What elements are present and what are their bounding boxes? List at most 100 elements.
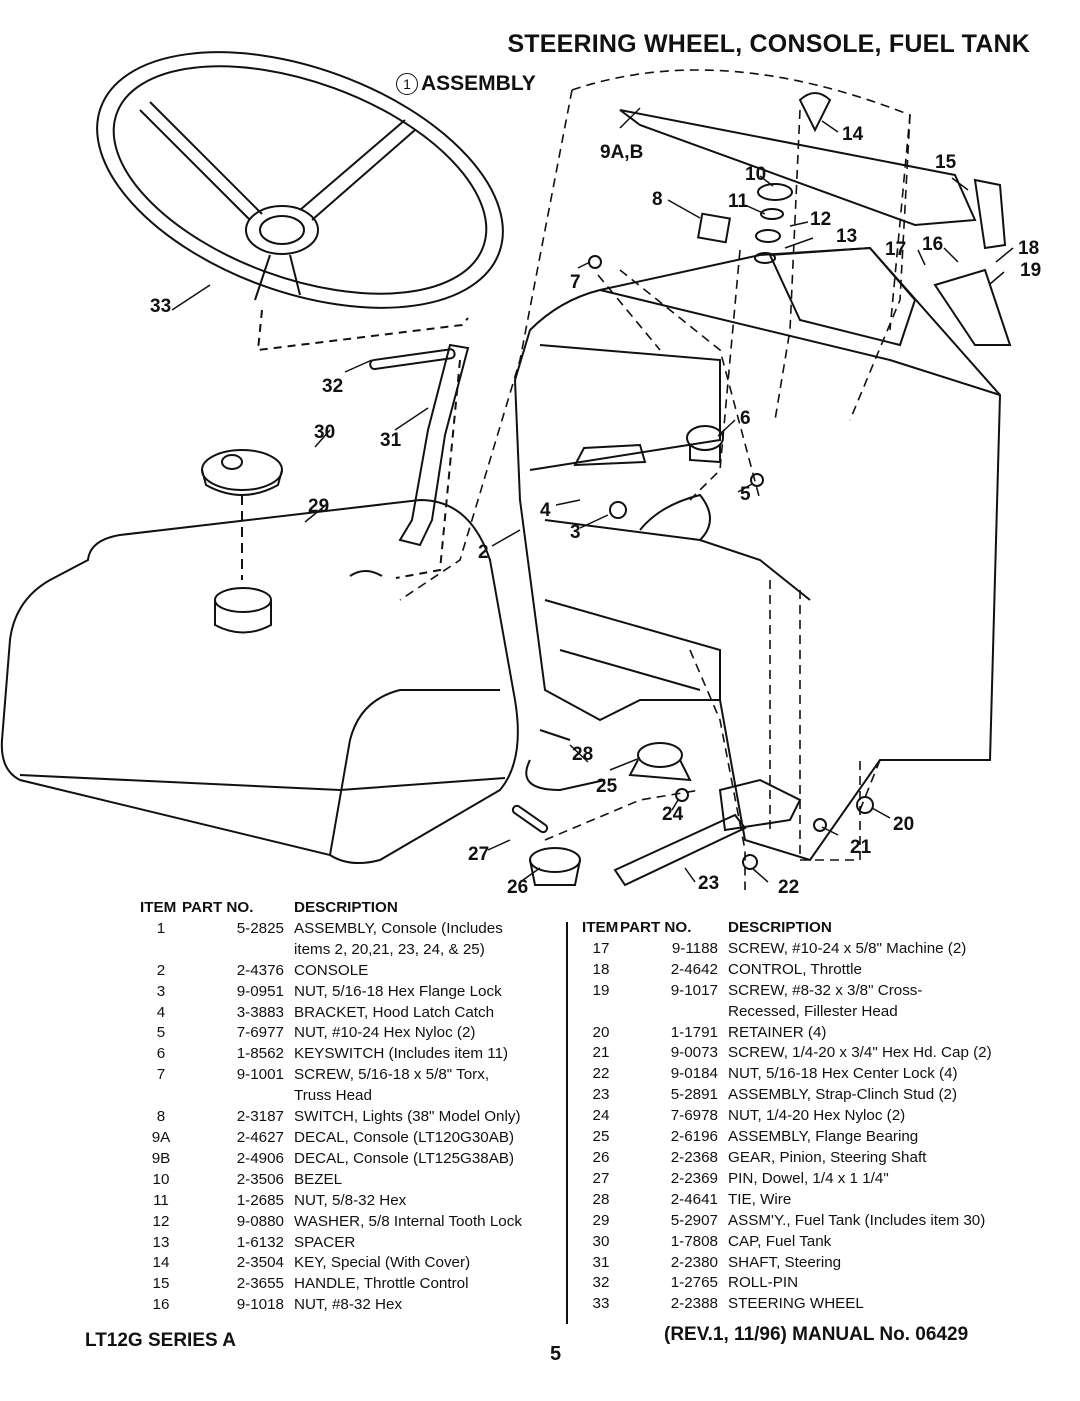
item-number: 14 [152, 1254, 170, 1272]
callout-13: 13 [836, 226, 857, 247]
parts-row: 6 1-8562 KEYSWITCH (Includes item 11) [140, 1044, 522, 1065]
part-description: SCREW, 5/16-18 x 5/8" Torx, [294, 1066, 490, 1084]
part-number: 5-2907 [670, 1211, 718, 1229]
part-number: 2-3504 [236, 1254, 284, 1272]
part-description: ROLL-PIN [728, 1274, 799, 1292]
part-number: 2-4906 [236, 1149, 284, 1167]
part-number [620, 1002, 728, 1023]
part-description: BRACKET, Hood Latch Catch [294, 1003, 495, 1021]
part-number: 2-4376 [236, 961, 284, 979]
part-number: 9-1188 [671, 939, 718, 957]
item-number: 16 [152, 1296, 170, 1314]
item-number [582, 1002, 620, 1023]
revision-label: (REV.1, 11/96) MANUAL No. 06429 [664, 1324, 969, 1345]
item-number: 12 [152, 1212, 170, 1230]
item-number: 2 [156, 961, 166, 979]
part-number: 1-8562 [236, 1045, 284, 1063]
parts-table-header: ITEM PART NO. DESCRIPTION [582, 918, 992, 939]
callout-7: 7 [570, 272, 581, 293]
item-number: 19 [592, 981, 610, 999]
item-number: 29 [592, 1211, 610, 1229]
part-description: NUT, 5/16-18 Hex Center Lock (4) [728, 1065, 958, 1083]
callout-9ab: 9A,B [600, 142, 643, 163]
assembly-label: 1 ASSEMBLY [396, 72, 536, 96]
part-number: 2-3655 [236, 1275, 284, 1293]
callout-26: 26 [507, 877, 528, 898]
callout-10: 10 [745, 164, 766, 185]
item-number: 20 [592, 1023, 610, 1041]
callout-4: 4 [540, 500, 551, 521]
part-number: 5-2825 [236, 919, 284, 937]
item-number: 18 [592, 960, 610, 978]
item-number: 9A [151, 1128, 171, 1146]
item-number [140, 940, 182, 961]
part-number: 7-6977 [236, 1024, 284, 1042]
part-number: 2-4641 [670, 1190, 718, 1208]
part-description: Truss Head [294, 1087, 372, 1105]
part-number: 2-4642 [670, 960, 718, 978]
part-number [182, 940, 294, 961]
parts-table-header: ITEM PART NO. DESCRIPTION [140, 898, 522, 919]
part-number: 2-2368 [670, 1148, 718, 1166]
part-description: SPACER [294, 1233, 356, 1251]
item-number: 33 [592, 1295, 610, 1313]
part-description: WASHER, 5/8 Internal Tooth Lock [294, 1212, 522, 1230]
part-description: NUT, 1/4-20 Hex Nyloc (2) [728, 1107, 906, 1125]
part-description: STEERING WHEEL [728, 1295, 864, 1313]
callout-14: 14 [842, 124, 864, 145]
part-number: 3-3883 [236, 1003, 284, 1021]
part-number: 1-6132 [236, 1233, 284, 1251]
part-description: KEYSWITCH (Includes item 11) [294, 1045, 509, 1063]
header-part-no: PART NO. [620, 919, 692, 936]
parts-row: Recessed, Fillester Head [582, 1002, 992, 1023]
item-number: 21 [592, 1044, 610, 1062]
callout-11: 11 [728, 191, 749, 212]
part-description: SCREW, #10-24 x 5/8" Machine (2) [728, 939, 967, 957]
item-number: 28 [592, 1190, 610, 1208]
part-description: GEAR, Pinion, Steering Shaft [728, 1148, 927, 1166]
part-number: 9-0951 [236, 982, 284, 1000]
item-number: 31 [592, 1253, 610, 1271]
item-number: 24 [592, 1107, 610, 1125]
item-number: 5 [156, 1024, 166, 1042]
callout-8: 8 [652, 189, 663, 210]
callout-31: 31 [380, 430, 402, 451]
part-number: 2-3187 [236, 1108, 284, 1126]
callout-30: 30 [314, 422, 335, 443]
callout-20: 20 [893, 814, 914, 835]
part-description: SWITCH, Lights (38" Model Only) [294, 1108, 521, 1126]
part-description: CONTROL, Throttle [728, 960, 862, 978]
callout-3: 3 [570, 522, 581, 543]
part-description: SCREW, #8-32 x 3/8" Cross- [728, 981, 923, 999]
callout-25: 25 [596, 776, 618, 797]
item-number: 6 [156, 1045, 166, 1063]
assembly-number-circle: 1 [396, 73, 418, 95]
part-description: NUT, 5/8-32 Hex [294, 1191, 407, 1209]
header-description: DESCRIPTION [294, 899, 398, 916]
part-description: PIN, Dowel, 1/4 x 1 1/4" [728, 1169, 889, 1187]
item-number: 10 [152, 1170, 170, 1188]
item-number: 30 [592, 1232, 610, 1250]
part-description: NUT, #8-32 Hex [294, 1296, 403, 1314]
callout-33: 33 [150, 296, 171, 317]
part-number: 1-7808 [670, 1232, 718, 1250]
item-number: 7 [156, 1066, 166, 1084]
item-number: 27 [592, 1169, 610, 1187]
exploded-parts-diagram: 9A,B141015811121317161871933326303129453… [0, 51, 1041, 898]
